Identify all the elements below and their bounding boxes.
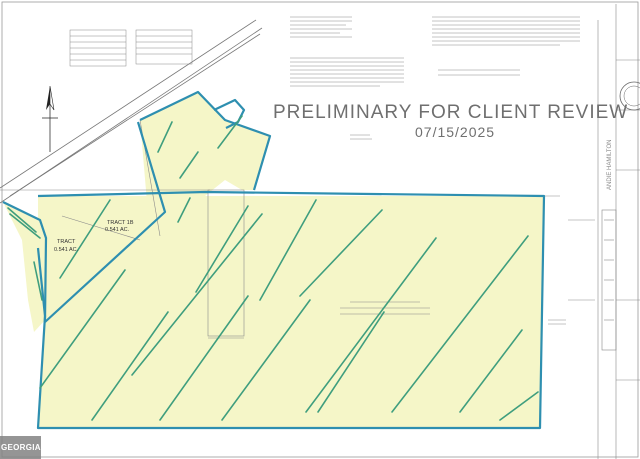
preliminary-stamp-title: PRELIMINARY FOR CLIENT REVIEW [273, 102, 629, 123]
watermark-logo: GEORGIAMLS [0, 436, 41, 459]
seal-icon [619, 81, 640, 111]
title-block-owner-name: ANDIE HAMILTON [607, 139, 613, 190]
parcel-outline [2, 90, 546, 430]
north-arrow-icon [42, 85, 58, 152]
annotation-strokes [290, 16, 580, 325]
tract-2-area: 0.541 AC. [54, 247, 79, 253]
tract-1-name: TRACT 1B [107, 220, 134, 226]
hatch-strokes [7, 115, 539, 421]
tract-2-name: TRACT [57, 239, 76, 245]
road-right-of-way [0, 19, 263, 204]
preliminary-stamp-date: 07/15/2025 [415, 124, 496, 140]
tract-1-area: 0.541 AC. [105, 227, 130, 233]
boundary-tables [69, 29, 193, 67]
yellow-fill [3, 92, 544, 428]
title-block [601, 4, 640, 459]
